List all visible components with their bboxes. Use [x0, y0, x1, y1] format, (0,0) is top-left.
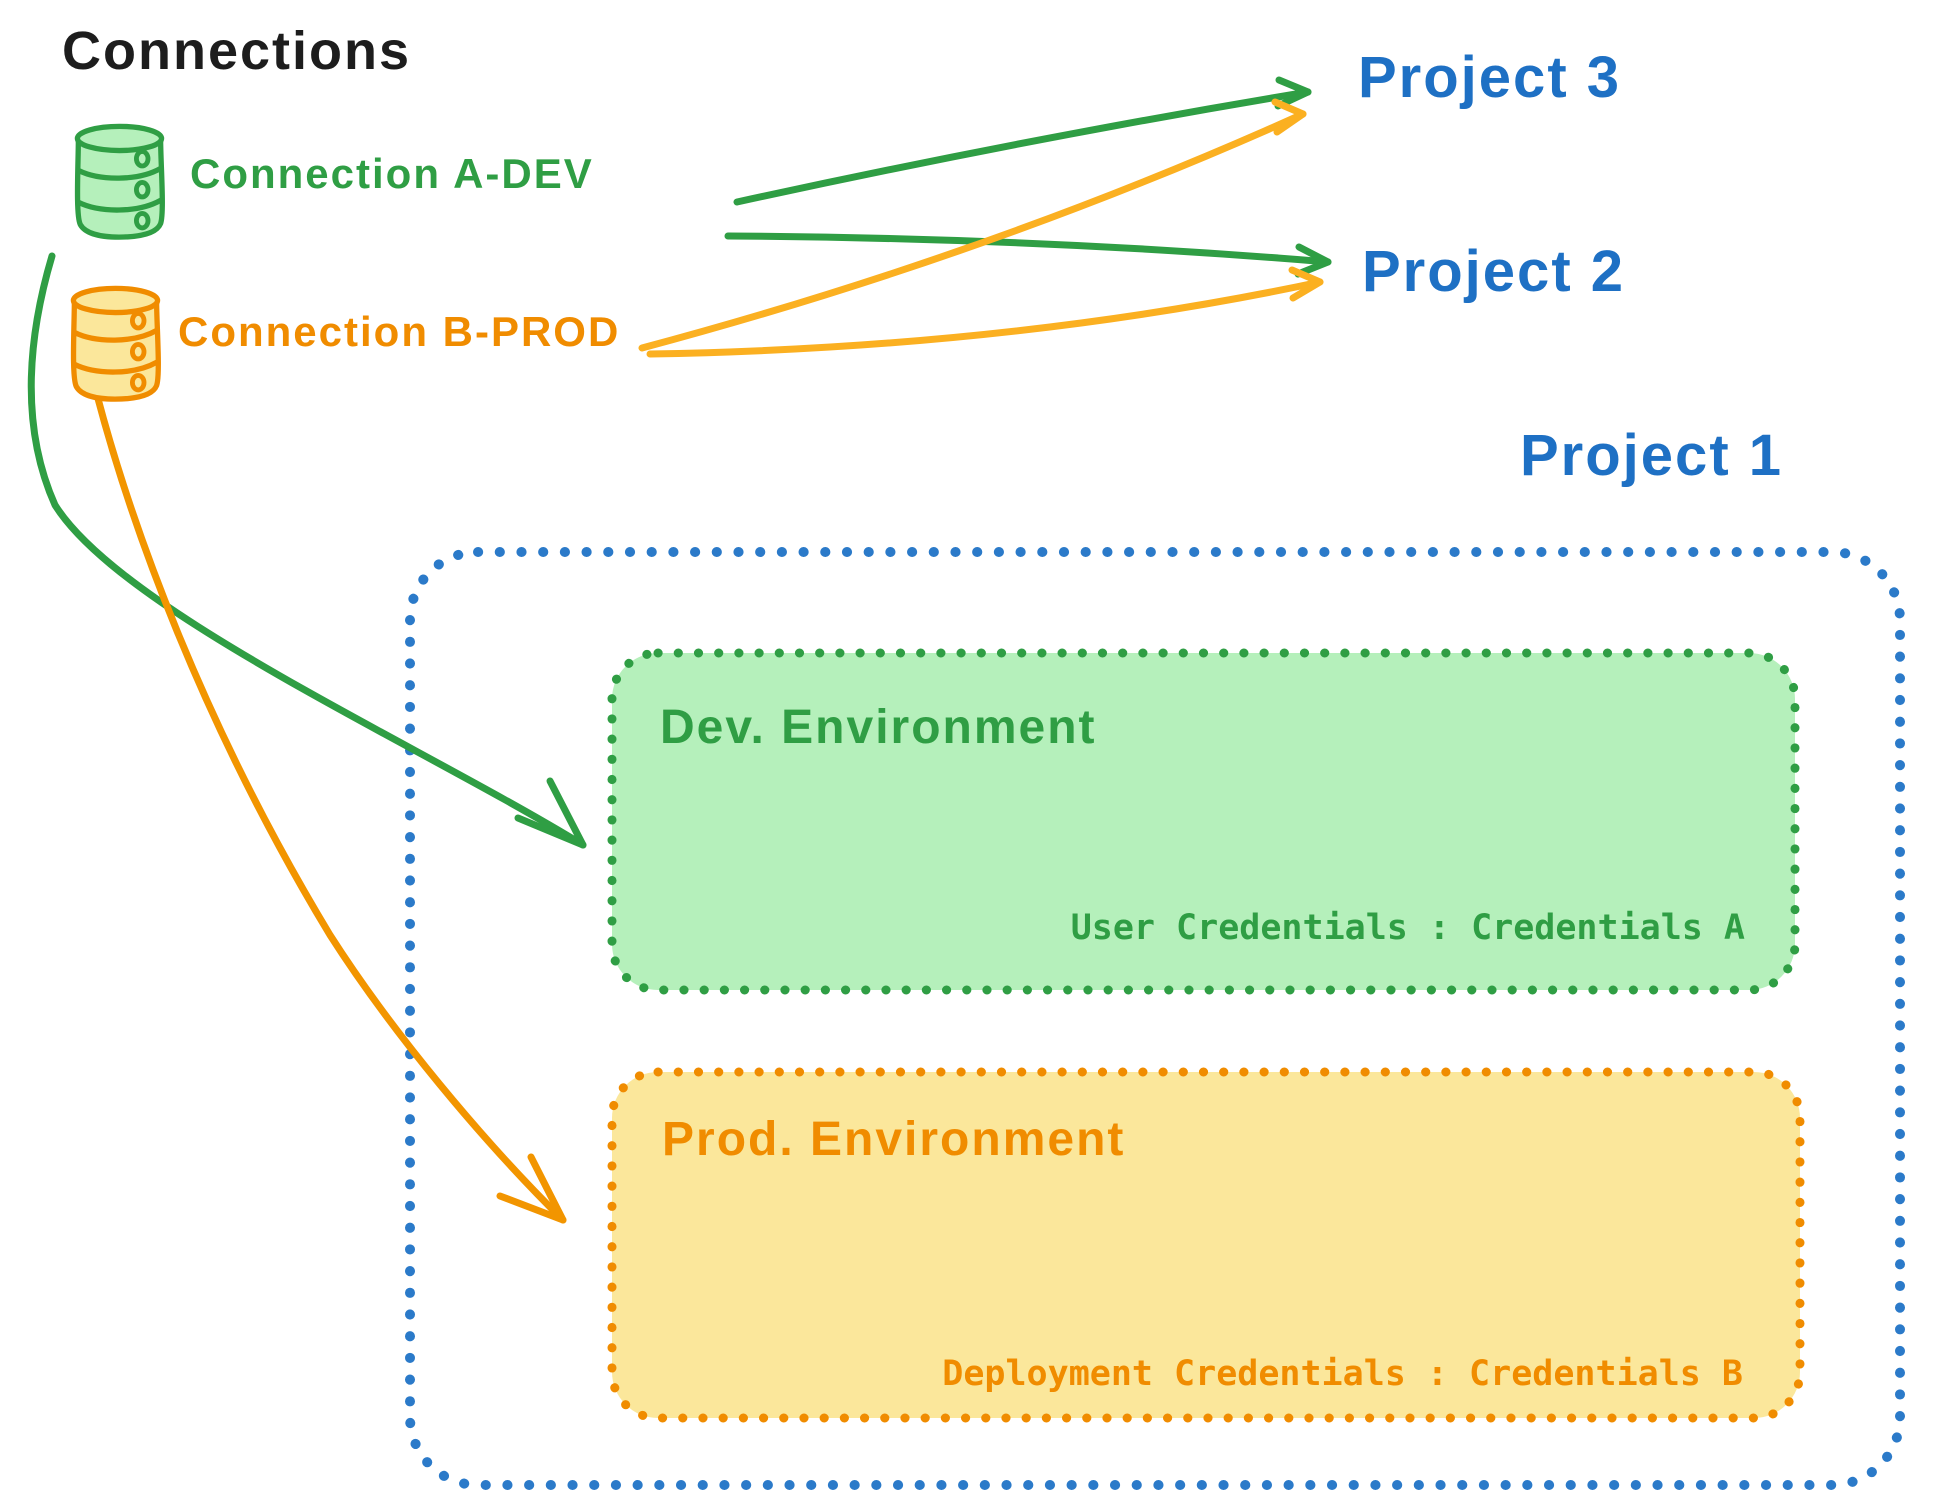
database-icon-b-prod: [70, 285, 161, 402]
prod-environment-title: Prod. Environment: [662, 1113, 1126, 1166]
prod-environment-credentials: Deployment Credentials : Credentials B: [942, 1354, 1743, 1394]
connection-a-dev-label: Connection A-DEV: [190, 150, 594, 197]
arrow-a-dev-to-project-2: [724, 232, 1332, 278]
dev-environment-credentials: User Credentials : Credentials A: [1070, 908, 1745, 948]
arrow-b-prod-to-project-3: [638, 98, 1307, 352]
page-title: Connections: [62, 21, 412, 81]
database-icon-a-dev: [74, 123, 165, 240]
dev-environment-title: Dev. Environment: [660, 701, 1097, 754]
dev-environment-box: [607, 648, 1800, 995]
project-3-label: Project 3: [1358, 45, 1621, 110]
arrow-a-dev-to-project-3: [733, 76, 1312, 206]
arrow-a-dev-to-dev-environment: [27, 252, 587, 849]
arrow-b-prod-to-prod-environment: [93, 391, 567, 1224]
project-2-label: Project 2: [1362, 239, 1625, 304]
arrow-b-prod-to-project-2: [646, 266, 1324, 358]
prod-environment-box: [607, 1067, 1805, 1423]
project1-dotted-border: [405, 547, 1905, 1490]
project-1-label: Project 1: [1520, 423, 1783, 488]
connection-b-prod-label: Connection B-PROD: [178, 308, 621, 355]
